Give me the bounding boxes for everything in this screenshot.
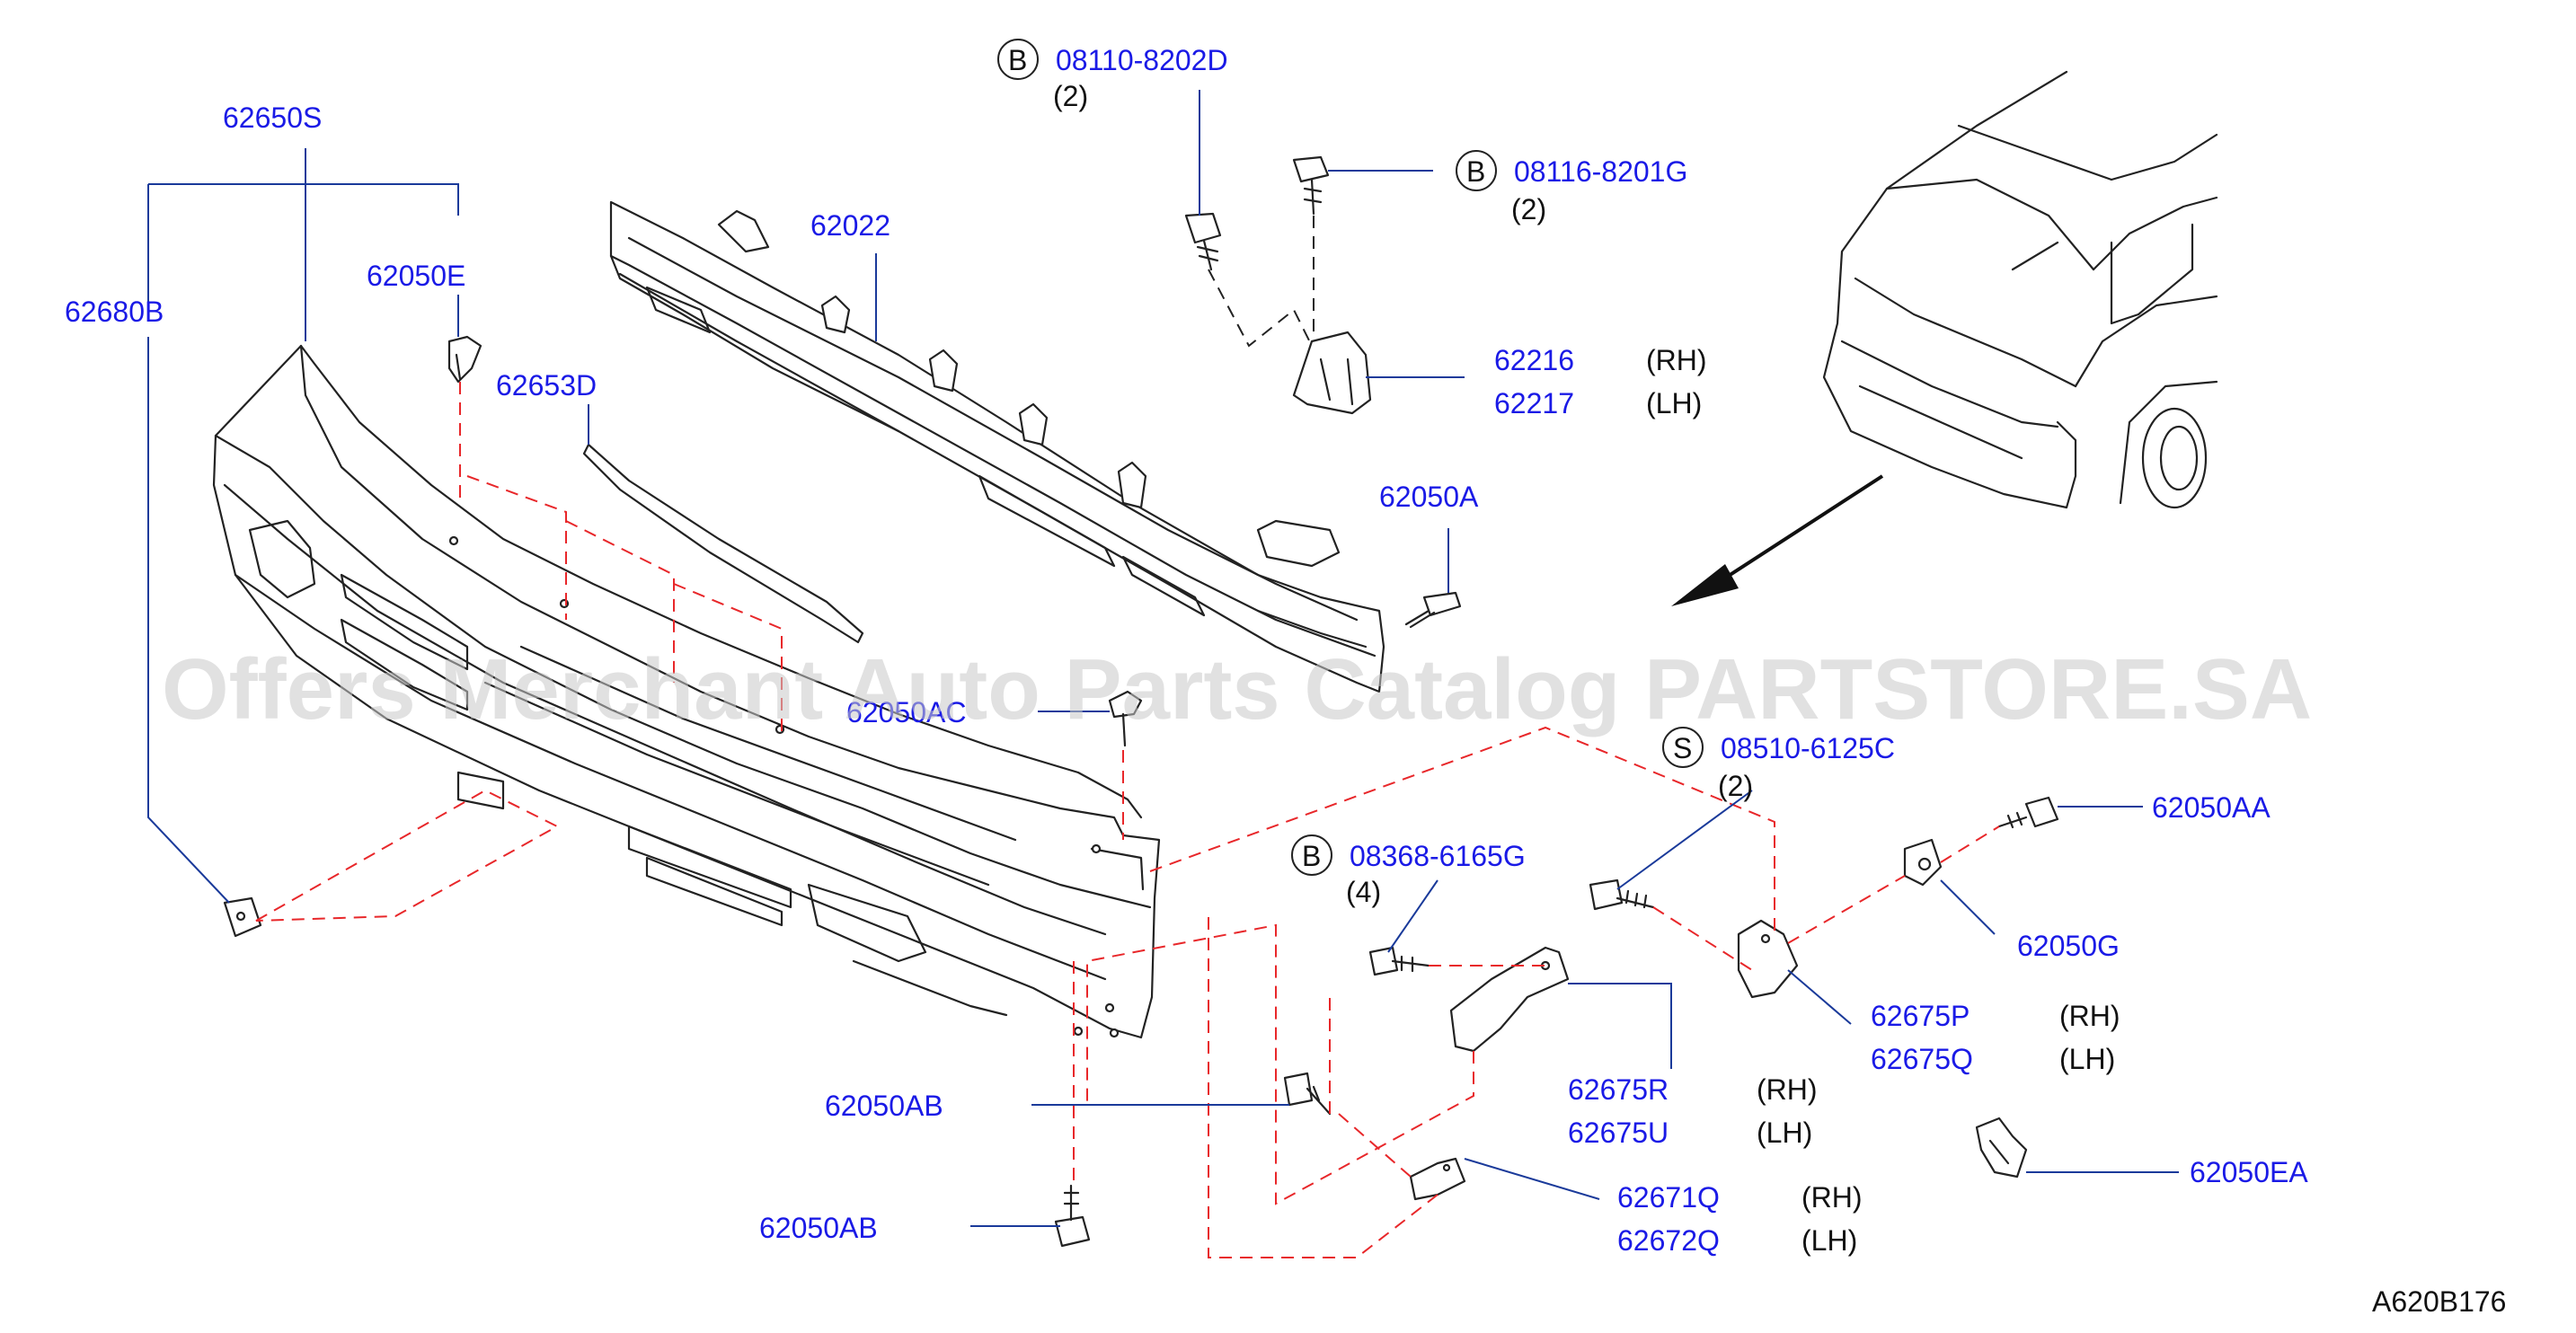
bumper-fascia[interactable] [212,344,1161,1039]
label-screw-mark: S [1673,732,1692,764]
label-62216: 62216 [1494,344,1574,376]
label-bolt1-mark: B [1008,44,1027,76]
direction-arrow [1671,474,1884,606]
clip-62680b[interactable] [223,896,262,938]
label-62675p-side: (RH) [2059,1000,2120,1032]
label-62050ab-lower: 62050AB [759,1212,878,1244]
label-62217: 62217 [1494,387,1574,419]
label-62675q: 62675Q [1871,1043,1973,1075]
clip-62050g[interactable] [1903,838,1943,887]
bolt-mark-circle-3 [1291,834,1332,876]
bracket-62216-62217[interactable] [1292,331,1372,415]
bracket-62675p-62675q[interactable] [1737,919,1799,999]
bolt-08110-8202d[interactable] [1184,212,1222,271]
bumper-reinforcement[interactable] [609,200,1385,693]
label-62675q-side: (LH) [2059,1043,2115,1075]
label-62050g: 62050G [2017,930,2120,962]
label-screw-qty: (2) [1718,770,1753,802]
bolt-mark-circle-1 [997,39,1039,80]
label-08116-8201g: 08116-8201G [1514,155,1687,188]
label-62022: 62022 [810,209,890,242]
label-08368-6165g: 08368-6165G [1350,840,1526,872]
label-bolt2-qty: (2) [1511,193,1546,225]
bolt-mark-circle-2 [1456,150,1497,191]
leader-lines [147,90,2179,1227]
watermark-text: Offers Merchant Auto Parts Catalog PARTS… [162,641,2312,737]
screw-62050a[interactable] [1404,591,1462,629]
vehicle-locator-thumbnail [1822,70,2218,509]
label-62671q-side: (RH) [1801,1181,1863,1214]
assembly-dash-lines [255,216,2000,1258]
bolt-62050ab-lower[interactable] [1054,1184,1091,1248]
screw-08510-6125c[interactable] [1589,878,1655,911]
label-62675r-side: (RH) [1757,1073,1818,1106]
label-62675u: 62675U [1568,1117,1669,1149]
label-62650s: 62650S [223,102,322,134]
label-62672q: 62672Q [1617,1224,1720,1257]
label-bolt3-mark: B [1302,840,1321,872]
label-08510-6125c: 08510-6125C [1721,732,1895,764]
label-62050a: 62050A [1379,481,1479,513]
label-62675r: 62675R [1568,1073,1669,1106]
label-62050ab-upper: 62050AB [825,1090,943,1122]
label-08110-8202d: 08110-8202D [1056,44,1228,76]
bolt-62050ab-upper[interactable] [1283,1072,1332,1116]
label-62050ac: 62050AC [846,696,966,728]
label-bolt1-qty: (2) [1053,80,1088,112]
bumper-molding-strip[interactable] [582,443,864,644]
label-62675u-side: (LH) [1757,1117,1812,1149]
label-62671q: 62671Q [1617,1181,1720,1214]
label-62216-side: (RH) [1646,344,1707,376]
diagram-code: A620B176 [2372,1285,2506,1318]
label-62050aa: 62050AA [2152,791,2271,824]
bracket-62675r-62675u[interactable] [1449,946,1570,1053]
label-62672q-side: (LH) [1801,1224,1857,1257]
bolt-62050aa[interactable] [1997,796,2059,829]
screw-62050ac[interactable] [1108,690,1143,747]
label-62675p: 62675P [1871,1000,1970,1032]
bracket-62671q-62672q[interactable] [1409,1157,1466,1201]
label-62050e: 62050E [367,260,465,292]
label-62050ea: 62050EA [2190,1156,2308,1188]
clip-62050ea[interactable] [1975,1117,2028,1179]
clip-62050e[interactable] [447,335,482,384]
bolt-08116-8201g[interactable] [1292,155,1330,216]
screw-mark-circle [1662,727,1704,768]
bolt-08368-6165g[interactable] [1368,946,1430,976]
label-bolt3-qty: (4) [1346,876,1381,908]
label-62653d: 62653D [496,369,597,402]
label-bolt2-mark: B [1466,155,1485,188]
label-62680b: 62680B [65,296,164,328]
label-62217-side: (LH) [1646,387,1702,419]
